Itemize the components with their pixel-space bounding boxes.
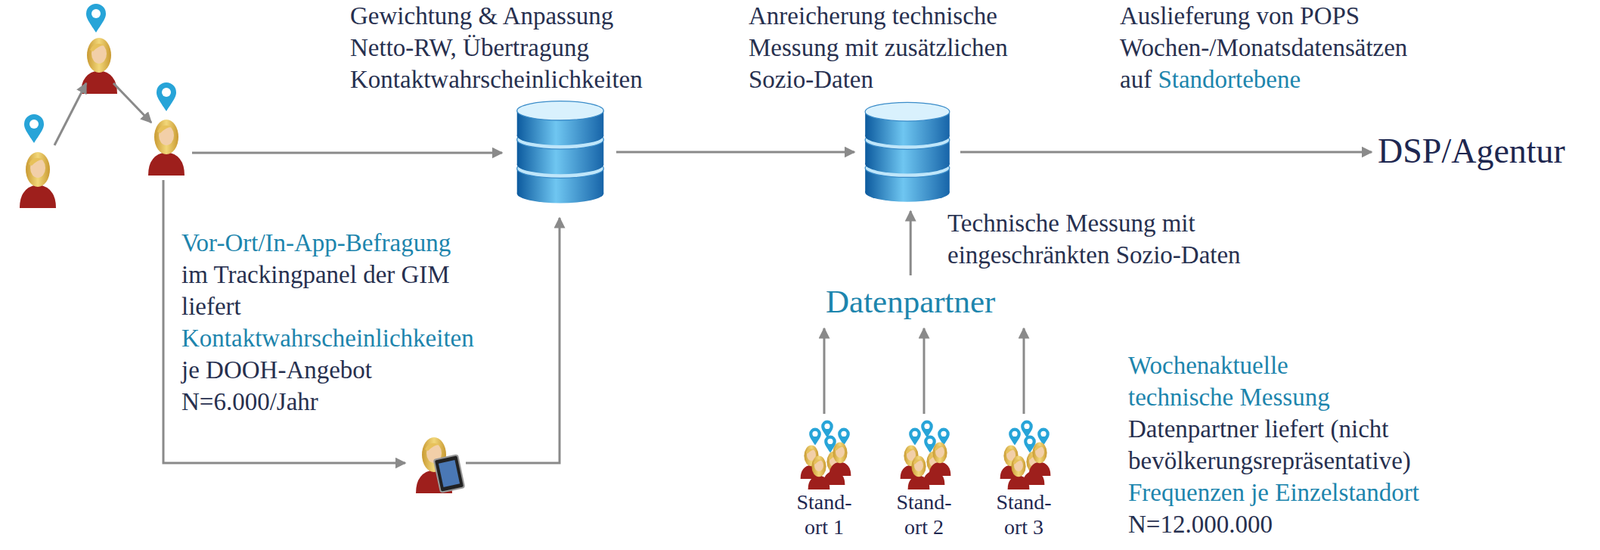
note-text: je DOOH-Angebot N=6.000/Jahr [181, 356, 373, 416]
node-text: Datenpartner [825, 281, 996, 323]
note-text: Technische Messung mit eingeschränkten S… [947, 207, 1281, 271]
location-name: Stand- ort 1 [790, 489, 859, 540]
note-text: Kontaktwahrscheinlichkeiten [181, 322, 475, 354]
process-step: Anreicherung technische Messung mit zusä… [748, 0, 1040, 96]
flow-arrow [960, 151, 1372, 154]
flow-arrow [616, 151, 855, 154]
note-text: Standortebene [1157, 65, 1301, 94]
note-text: Wochenaktuelle technische Messung [1128, 349, 1356, 413]
note-text: Kontaktwahrscheinlichkeiten [181, 324, 475, 352]
people-group [882, 419, 966, 490]
node-text: Gewichtung & Anpassung Netto-RW, Übertra… [350, 0, 676, 96]
note-text: N=12.000.000 [1128, 510, 1273, 538]
note-text: im Trackingpanel der GIM liefert [181, 260, 450, 320]
flow-arrow [1023, 328, 1026, 414]
note-text: Datenpartner liefert (nicht bevölkerungs… [1128, 412, 1450, 477]
note-text: Auslieferung von POPS Wochen-/Monatsdate… [1119, 0, 1423, 96]
people-icon [882, 419, 966, 490]
database-icon [860, 99, 955, 205]
note-text: im Trackingpanel der GIM liefert [181, 258, 500, 323]
location: Stand- ort 3 [978, 419, 1070, 540]
data-partner: Datenpartner [825, 281, 996, 323]
database-symbol [860, 99, 955, 205]
flow-arrow [923, 328, 926, 414]
database-symbol [510, 99, 611, 205]
process-step: Gewichtung & Anpassung Netto-RW, Übertra… [350, 0, 676, 96]
note-text: Wochenaktuelle technische Messung [1128, 351, 1331, 411]
people-group [982, 419, 1066, 490]
location: Stand- ort 1 [778, 419, 870, 540]
people-icon [982, 419, 1066, 490]
note-text: N=12.000.000 [1128, 508, 1273, 540]
flow-arrow [823, 328, 826, 414]
flow-arrow [909, 210, 912, 276]
note-text: Vor-Ort/In-App-Befragung [181, 229, 451, 257]
node-text: Anreicherung technische Messung mit zusä… [748, 0, 1040, 96]
node-text: DSP/Agentur [1377, 130, 1566, 173]
note-text: Frequenzen je Einzelstandort [1128, 476, 1420, 509]
note-text: Frequenzen je Einzelstandort [1128, 478, 1420, 506]
target-label: DSP/Agentur [1377, 130, 1566, 173]
note-text: Datenpartner liefert (nicht bevölkerungs… [1128, 415, 1411, 475]
location-name: Stand- ort 2 [889, 489, 959, 540]
location: Stand- ort 2 [878, 419, 970, 540]
note-text: Vor-Ort/In-App-Befragung [181, 226, 451, 259]
note-text: Technische Messung mit eingeschränkten S… [947, 209, 1241, 269]
note-text: je DOOH-Angebot N=6.000/Jahr [181, 353, 469, 418]
database-icon [510, 99, 611, 205]
people-group [782, 419, 866, 490]
location-name: Stand- ort 3 [989, 489, 1058, 540]
people-icon [782, 419, 866, 490]
